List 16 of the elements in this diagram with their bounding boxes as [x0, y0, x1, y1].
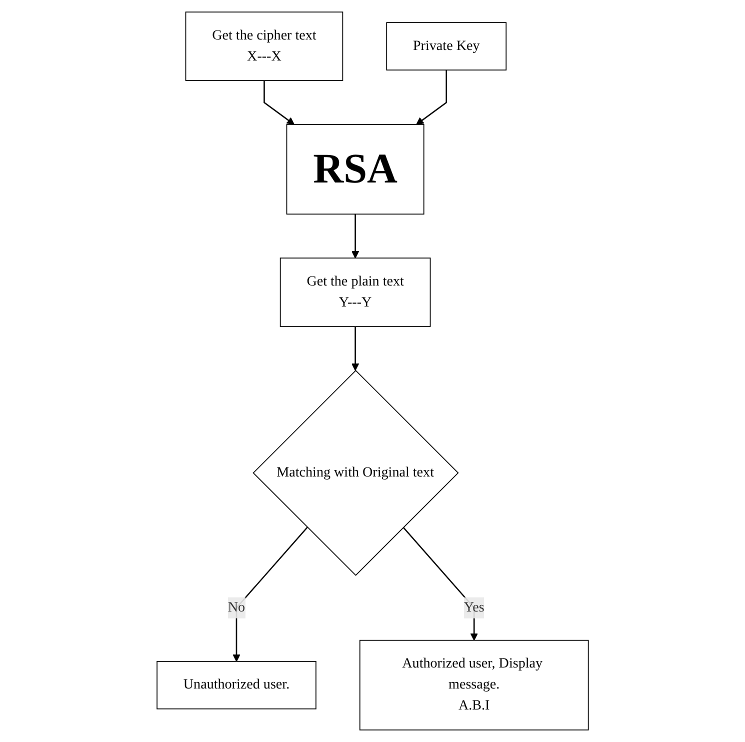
edge-label: No	[228, 600, 245, 615]
edge-label: Yes	[464, 600, 484, 615]
arrow	[416, 70, 447, 125]
node-box	[286, 124, 424, 215]
node-box	[386, 22, 506, 70]
arrow	[402, 526, 478, 641]
arrow	[263, 80, 294, 125]
node-box	[359, 640, 589, 730]
node-box	[280, 258, 431, 328]
node-diamond	[252, 370, 459, 576]
flowchart: No Yes Get the cipher text X---X RSA Private Key Get the plain text Y---Y Matching with Original text Unauthorized user. Authorized user, Display message. A.B.I	[150, 5, 596, 737]
node-box	[156, 660, 316, 710]
node-box	[185, 12, 343, 81]
arrow	[351, 214, 359, 258]
arrow	[351, 326, 359, 371]
arrow	[232, 526, 308, 662]
